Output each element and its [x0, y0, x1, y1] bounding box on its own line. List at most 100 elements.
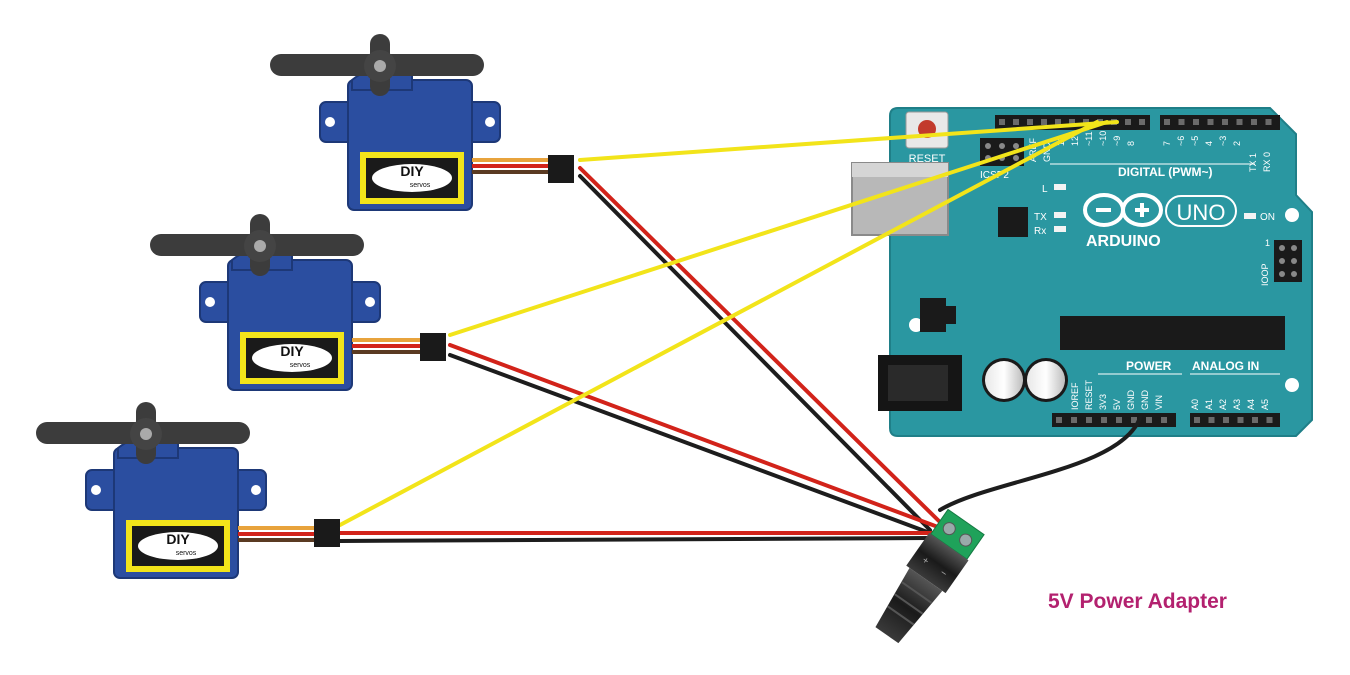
header-pin	[1013, 119, 1019, 125]
servo-logo-sub: servos	[290, 362, 311, 369]
pin-label-7: 7	[1162, 141, 1172, 146]
digital-header-low	[1160, 115, 1280, 130]
header-pin	[1071, 417, 1077, 423]
led-tx-label: TX	[1034, 212, 1047, 223]
pin-label-3: ~3	[1218, 136, 1228, 146]
header-pin	[999, 119, 1005, 125]
arduino-label: ARDUINO	[1086, 233, 1161, 250]
power-label: POWER	[1126, 359, 1172, 373]
header-pin	[1236, 119, 1243, 125]
servo-connector	[420, 333, 446, 361]
pin-label-1: TX 1	[1248, 153, 1258, 172]
power-pin-label: IOREF	[1070, 382, 1080, 410]
header-pin	[1125, 119, 1131, 125]
pin-label-4: 4	[1204, 141, 1214, 146]
power-pin-label: GND	[1126, 390, 1136, 411]
header-pin	[1237, 417, 1244, 423]
adapter-barrel	[875, 567, 943, 644]
servo-connector	[548, 155, 574, 183]
header-pin	[1164, 119, 1170, 125]
power-pin-labels: IOREF RESET 3V3 5V GND GND VIN	[1070, 379, 1164, 410]
icsp-header	[1274, 240, 1302, 282]
header-pin	[1069, 119, 1075, 125]
signal-wire-servo-1	[578, 120, 1119, 162]
led-on	[1244, 213, 1256, 219]
header-pin	[1083, 119, 1089, 125]
led-l-label: L	[1042, 184, 1048, 195]
analog-pin-label: A0	[1190, 399, 1200, 410]
usb-chip	[998, 207, 1028, 237]
svg-text:+: +	[920, 555, 931, 567]
pin-label-aref: AREF	[1028, 137, 1038, 162]
analog-pin-label: A1	[1204, 399, 1214, 410]
power-wire-servo-2	[448, 343, 948, 532]
led-rx-label: Rx	[1034, 226, 1046, 237]
analog-pin-label: A5	[1260, 399, 1270, 410]
servo-logo-text: DIY	[400, 163, 424, 179]
led-on-label: ON	[1260, 212, 1275, 223]
servo-motor-3: DIY servos	[36, 402, 318, 579]
capacitor-2	[1024, 358, 1068, 402]
header-pin	[1193, 119, 1199, 125]
header-pin	[1178, 119, 1185, 125]
servo-logo-text: DIY	[166, 531, 190, 547]
power-pin-label: VIN	[1154, 395, 1164, 410]
arduino-logo-icon	[1083, 193, 1163, 227]
digital-pin-labels: AREF GND 13 12 ~11 ~10 ~9 8 7 ~6 ~5 4 ~3…	[1028, 131, 1272, 172]
header-pin	[1131, 417, 1137, 423]
icsp-pin1-label: 1	[1265, 238, 1270, 248]
header-pin	[1161, 417, 1167, 423]
led-tx	[1054, 212, 1066, 218]
header-pin	[1041, 119, 1047, 125]
header-pin	[1116, 417, 1122, 423]
reset-label: RESET	[909, 153, 946, 165]
header-pin	[1194, 417, 1200, 423]
microcontroller-chip	[1060, 316, 1285, 350]
header-pin	[1101, 417, 1107, 423]
terminal-screw	[959, 533, 973, 547]
header-pin	[1208, 417, 1215, 423]
header-pin	[1086, 417, 1092, 423]
header-pin	[1056, 417, 1062, 423]
analog-in-label: ANALOG IN	[1192, 359, 1259, 373]
analog-pin-label: A2	[1218, 399, 1228, 410]
servo-logo-text: DIY	[280, 343, 304, 359]
analog-pin-label: A4	[1246, 399, 1256, 410]
servo-motor-2: DIY servos	[150, 214, 432, 391]
header-pin	[1207, 119, 1214, 125]
signal-wire-servo-3	[338, 120, 1099, 527]
pin-label-8: 8	[1126, 141, 1136, 146]
pin-label-12: 12	[1070, 136, 1080, 146]
pin-label-gnd: GND	[1042, 142, 1052, 163]
voltage-regulator	[920, 298, 946, 332]
adapter-label: 5V Power Adapter	[1048, 590, 1227, 613]
terminal-screw	[942, 522, 956, 536]
header-pin	[1139, 119, 1145, 125]
header-pin	[1223, 417, 1229, 423]
servo-connector	[314, 519, 340, 547]
pin-label-2: 2	[1232, 141, 1242, 146]
power-pin-label: GND	[1140, 390, 1150, 411]
pin-label-10: ~10	[1098, 131, 1108, 146]
mount-hole	[1285, 378, 1299, 392]
header-pin	[1055, 119, 1061, 125]
header-pin	[1222, 119, 1228, 125]
adapter-body	[906, 532, 969, 594]
header-pin	[1252, 417, 1258, 423]
ground-wire-servo-2	[448, 353, 932, 535]
mount-hole	[1285, 208, 1299, 222]
servo-logo-sub: servos	[176, 550, 197, 557]
power-wire-servo-1	[578, 166, 948, 530]
digital-label: DIGITAL (PWM~)	[1118, 165, 1213, 179]
analog-pin-label: A3	[1232, 399, 1242, 410]
dc-power-adapter: + −	[875, 508, 985, 644]
pin-label-9: ~9	[1112, 136, 1122, 146]
pin-label-5: ~5	[1190, 136, 1200, 146]
pin-label-11: ~11	[1084, 131, 1094, 146]
power-pin-label: RESET	[1084, 379, 1094, 410]
power-pin-label: 5V	[1112, 399, 1122, 410]
analog-header	[1190, 413, 1280, 427]
mount-hole	[909, 318, 923, 332]
analog-pin-labels: A0 A1 A2 A3 A4 A5	[1190, 399, 1270, 410]
